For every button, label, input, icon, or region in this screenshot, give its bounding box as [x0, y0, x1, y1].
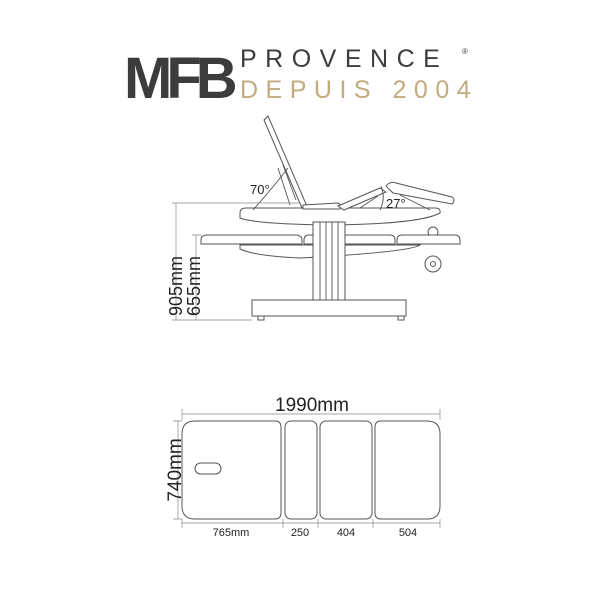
backrest-actuator	[277, 164, 297, 206]
lift-column	[312, 221, 346, 303]
section-length-foot: 504	[399, 527, 417, 539]
total-length-label: 1990mm	[275, 395, 349, 416]
raised-seat	[302, 202, 342, 210]
head-section	[181, 420, 282, 520]
foot-right	[397, 315, 405, 321]
section-length-leg: 404	[337, 527, 355, 539]
leg-angle-label: 27°	[386, 196, 406, 211]
lower-headrest	[200, 234, 303, 245]
brand-logo: MFB PROVENCE ® DEPUIS 2004	[124, 45, 478, 111]
backrest-angle-label: 70°	[250, 182, 270, 197]
max-height-label: 905mm	[166, 256, 186, 316]
logo-brand: PROVENCE	[240, 45, 448, 73]
section-length-head: 765mm	[213, 527, 250, 539]
column-lines	[319, 222, 339, 302]
leg-actuator	[359, 194, 431, 211]
raised-leg-section	[336, 187, 388, 211]
seat-section	[284, 420, 318, 520]
top-dimension-lines	[173, 409, 441, 528]
height-dimension-lines	[172, 202, 300, 321]
lower-foot-section	[396, 234, 461, 245]
wheel-hub	[430, 261, 436, 267]
raised-backrest	[263, 115, 307, 209]
logo-registered: ®	[462, 47, 468, 56]
min-height-label: 655mm	[184, 256, 204, 316]
face-hole	[194, 462, 222, 475]
section-length-seat: 250	[291, 527, 309, 539]
leg-section	[319, 420, 373, 520]
foot-section	[374, 420, 441, 520]
top-view: 1990mm 740mm 765mm 250 404 504	[165, 395, 441, 539]
raised-top-frame	[239, 207, 441, 226]
raised-foot-section	[385, 181, 455, 205]
logo-tagline: DEPUIS 2004	[240, 76, 478, 104]
angle-arc-27	[379, 185, 384, 211]
side-view: 905mm 655mm 70° 27°	[166, 115, 461, 321]
logo-mark: MFB	[124, 46, 236, 111]
angle-arc-70	[252, 167, 289, 211]
foot-left	[257, 315, 265, 321]
lower-leg-section	[341, 234, 396, 245]
width-label: 740mm	[165, 438, 186, 501]
base	[251, 299, 407, 317]
